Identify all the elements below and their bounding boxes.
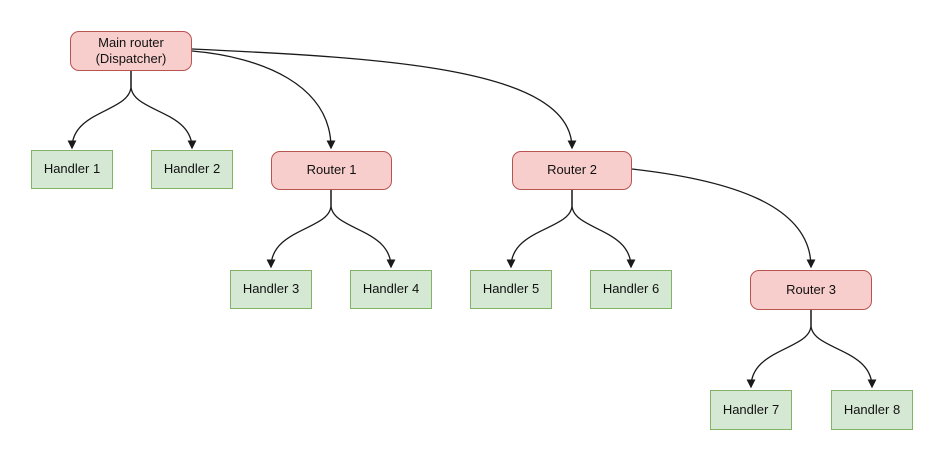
- node-handler-3-label: Handler 3: [242, 281, 300, 297]
- node-router-2: Router 2: [512, 151, 632, 190]
- node-router-1-label: Router 1: [306, 162, 357, 178]
- node-handler-8: Handler 8: [831, 390, 913, 430]
- node-handler-8-label: Handler 8: [843, 401, 901, 417]
- node-handler-7-label: Handler 7: [722, 401, 780, 417]
- node-handler-7: Handler 7: [710, 390, 792, 430]
- edge-router-2-to-handler-5: [506, 190, 573, 269]
- edge-router-3-to-handler-8: [810, 310, 877, 389]
- node-main-router-label: Main router (Dispatcher): [95, 34, 167, 66]
- node-handler-3: Handler 3: [230, 270, 312, 309]
- node-handler-4: Handler 4: [350, 270, 432, 309]
- edge-router-1-to-handler-3: [266, 190, 332, 269]
- node-handler-2-label: Handler 2: [163, 161, 221, 177]
- node-handler-1: Handler 1: [31, 150, 113, 189]
- edge-router-3-to-handler-7: [746, 310, 812, 389]
- node-handler-1-label: Handler 1: [43, 161, 101, 177]
- node-main-router: Main router (Dispatcher): [70, 31, 192, 71]
- edge-router-1-to-handler-4: [330, 190, 396, 269]
- edge-main-router-to-handler-2: [130, 71, 197, 150]
- node-handler-6: Handler 6: [590, 270, 672, 309]
- edge-main-router-to-router-1: [191, 50, 336, 150]
- node-router-1: Router 1: [271, 151, 392, 190]
- edge-router-2-to-router-3: [631, 168, 816, 269]
- node-router-2-label: Router 2: [547, 162, 597, 178]
- node-handler-2: Handler 2: [151, 150, 233, 189]
- edge-main-router-to-router-2: [191, 48, 577, 150]
- node-handler-5-label: Handler 5: [482, 281, 540, 297]
- node-handler-5: Handler 5: [470, 270, 552, 309]
- node-router-3-label: Router 3: [786, 281, 836, 297]
- node-handler-4-label: Handler 4: [362, 281, 420, 297]
- node-handler-6-label: Handler 6: [602, 281, 660, 297]
- edge-main-router-to-handler-1: [67, 71, 132, 150]
- node-router-3: Router 3: [750, 270, 872, 310]
- edge-router-2-to-handler-6: [571, 190, 636, 269]
